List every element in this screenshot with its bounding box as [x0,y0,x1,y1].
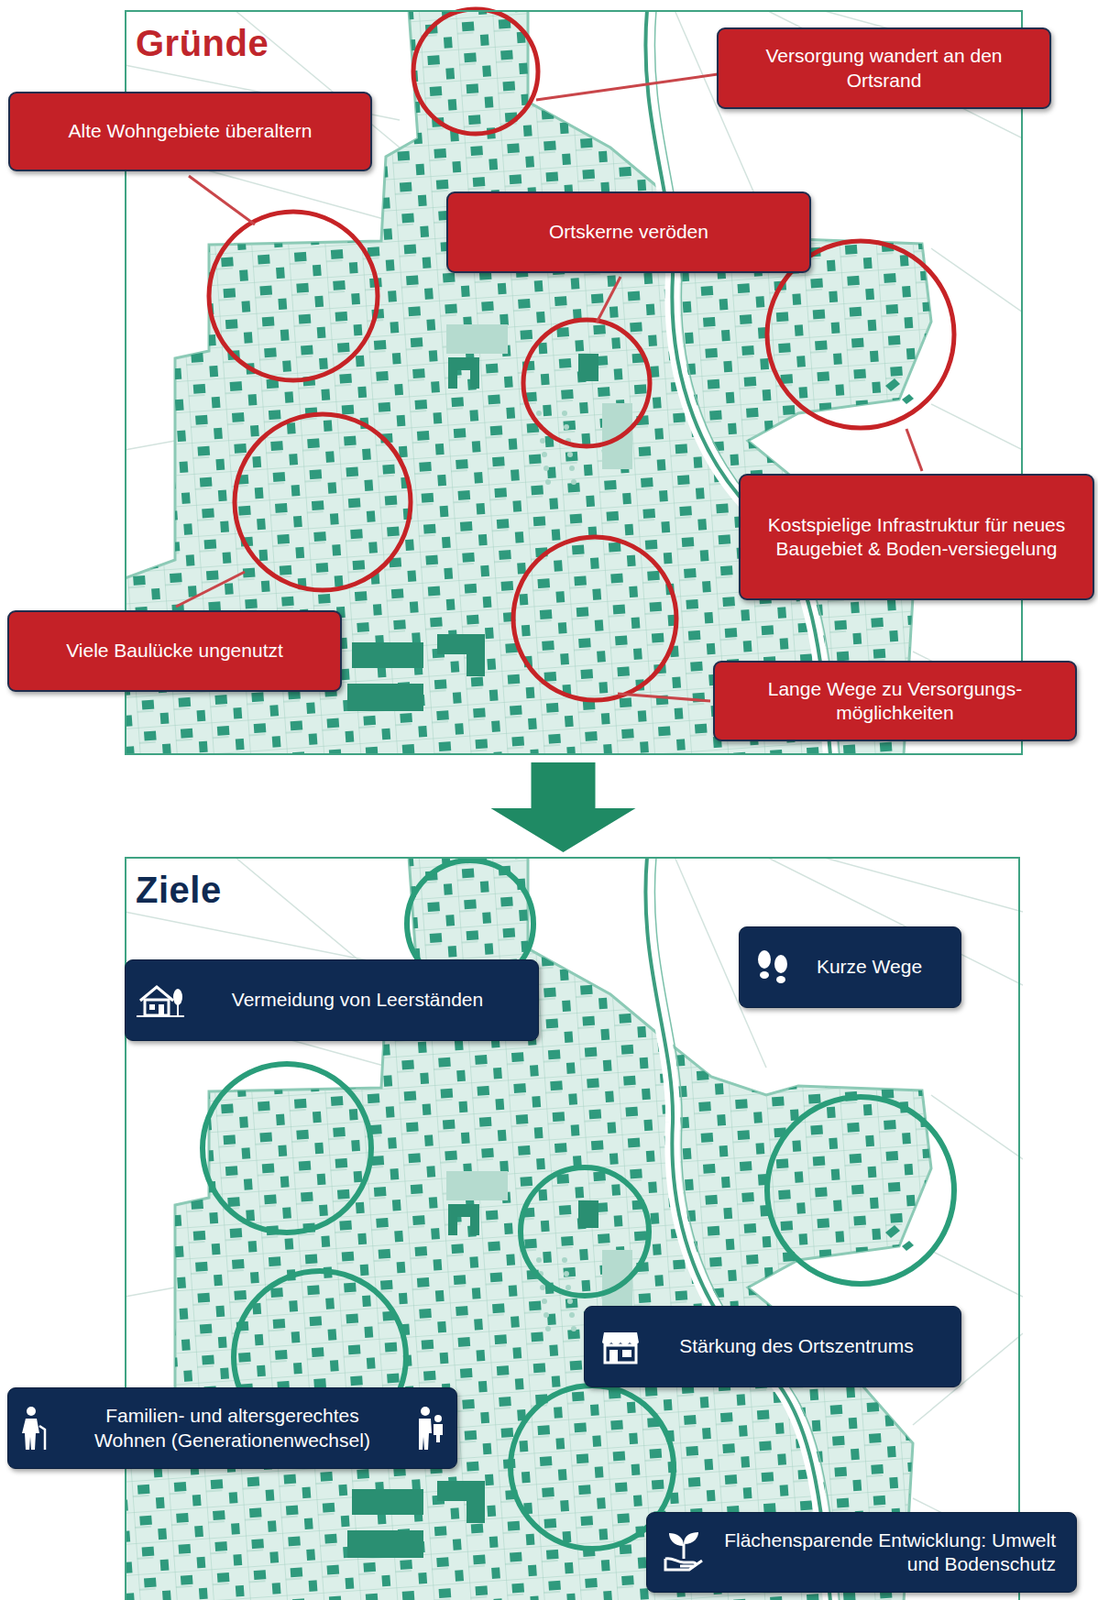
cause-callout: Viele Baulücke ungenutzt [7,610,342,692]
parent-child-icon [412,1405,450,1452]
callout-text: Vermeidung von Leerständen [231,988,484,1012]
cause-callout: Ortskerne veröden [446,191,812,274]
callout-text: Kurze Wege [816,955,923,979]
callout-text: Kostspielige Infrastruktur für neues Bau… [762,513,1071,562]
callout-text: Flächensparende Entwicklung: Umwelt und … [716,1528,1056,1578]
goal-callout: Vermeidung von Leerständen [124,959,539,1042]
house-icon [136,982,185,1020]
map-panel: ZieleKurze Wege Vermeidung von Leerständ… [124,856,1021,1600]
callout-text: Ortskerne veröden [549,219,709,244]
footprints-icon [756,947,790,989]
map-panel: GründeVersorgung wandert an den Ortsrand… [124,10,1023,756]
callout-text: Versorgung wandert an den Ortsrand [738,43,1030,93]
elderly-person-icon [15,1405,53,1452]
plant-icon [663,1531,704,1574]
callout-text: Lange Wege zu Versorgungs-möglichkeiten [736,677,1054,726]
cause-callout: Lange Wege zu Versorgungs-möglichkeiten [713,660,1077,742]
panel-heading: Ziele [135,869,222,911]
goal-callout: Stärkung des Ortszentrums [583,1306,962,1388]
cause-callout: Versorgung wandert an den Ortsrand [716,27,1052,110]
flow-arrow [491,762,637,853]
cause-callout: Alte Wohngebiete überaltern [8,91,373,172]
panel-heading: Gründe [135,22,269,64]
shop-icon [601,1329,640,1365]
callout-text: Stärkung des Ortszentrums [679,1334,914,1359]
callout-text: Familien- und altersgerechtes Wohnen (Ge… [81,1404,385,1453]
goal-callout: Kurze Wege [738,926,962,1009]
callout-text: Viele Baulücke ungenutzt [65,638,284,663]
goal-callout: Flächensparende Entwicklung: Umwelt und … [646,1512,1077,1593]
cause-callout: Kostspielige Infrastruktur für neues Bau… [738,473,1095,601]
goal-callout: Familien- und altersgerechtes Wohnen (Ge… [7,1387,458,1470]
callout-text: Alte Wohngebiete überaltern [68,119,313,143]
